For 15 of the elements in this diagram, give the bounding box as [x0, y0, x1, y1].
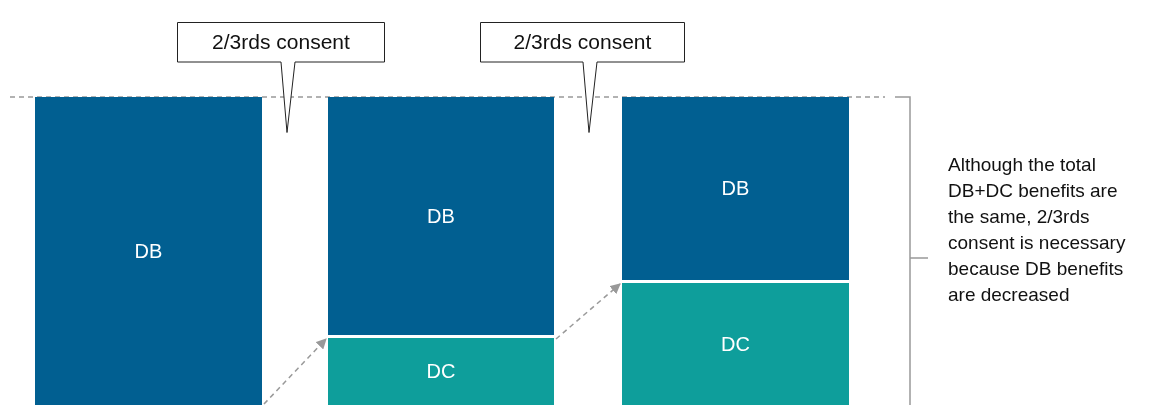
arrow — [555, 283, 621, 340]
segment-label: DC — [426, 360, 456, 383]
db-bar-segment — [328, 97, 554, 335]
callout-text: 2/3rds consent — [512, 29, 653, 55]
callout-text: 2/3rds consent — [211, 29, 351, 55]
segment-label: DB — [134, 239, 163, 263]
db-bar-segment — [622, 97, 849, 280]
note-text: Although the total DB+DC benefits are the same, 2/3rds consent is necessary because DB benefits are decreased — [948, 153, 1127, 307]
dc-bar-segment — [328, 338, 554, 405]
db-bar-segment — [35, 97, 262, 405]
arrow — [263, 338, 327, 405]
segment-label: DC — [721, 332, 750, 356]
segment-label: DB — [427, 204, 455, 228]
segment-label: DB — [721, 177, 750, 200]
dc-bar-segment — [622, 283, 849, 405]
